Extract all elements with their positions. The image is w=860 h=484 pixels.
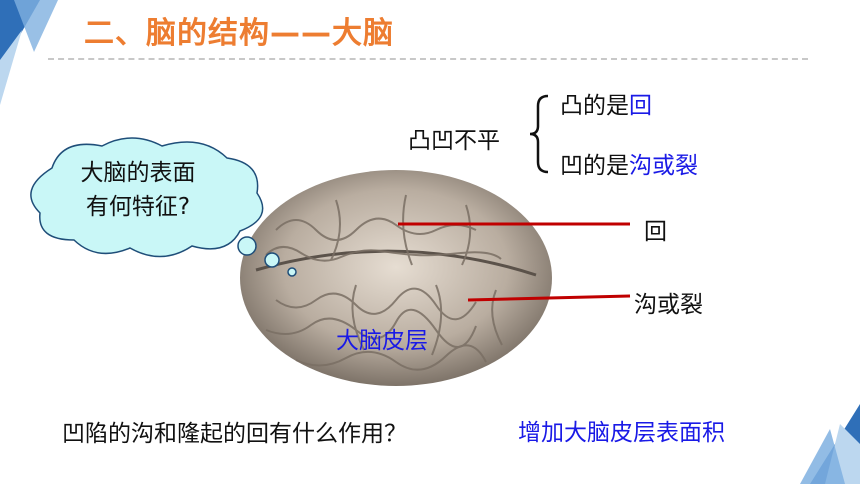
concave-term: 沟或裂: [629, 153, 698, 179]
cloud-line-1: 大脑的表面: [80, 160, 196, 186]
brace-icon: [529, 94, 549, 174]
pointer-line-sulcus: [467, 294, 631, 302]
brace-label: 凸凹不平: [408, 128, 500, 154]
corner-decoration-top-left: [0, 0, 58, 105]
title-divider: [48, 58, 808, 60]
cloud-question: 大脑的表面 有何特征?: [48, 156, 228, 224]
gyrus-label: 回: [644, 219, 667, 245]
corner-decoration-bottom-right: [800, 404, 860, 484]
question-text: 凹陷的沟和隆起的回有什么作用？: [62, 421, 407, 447]
page-title: 二、脑的结构——大脑: [84, 16, 394, 51]
thought-cloud: [30, 137, 297, 277]
cloud-line-2: 有何特征?: [85, 194, 191, 220]
concave-line: 凹的是沟或裂: [560, 146, 698, 180]
convex-line: 凸的是回: [560, 86, 652, 120]
cortex-label: 大脑皮层: [336, 328, 428, 354]
answer-text: 增加大脑皮层表面积: [518, 420, 725, 446]
convex-prefix: 凸的是: [560, 93, 629, 119]
sulcus-label: 沟或裂: [634, 292, 703, 318]
convex-term: 回: [629, 93, 652, 119]
concave-prefix: 凹的是: [560, 153, 629, 179]
